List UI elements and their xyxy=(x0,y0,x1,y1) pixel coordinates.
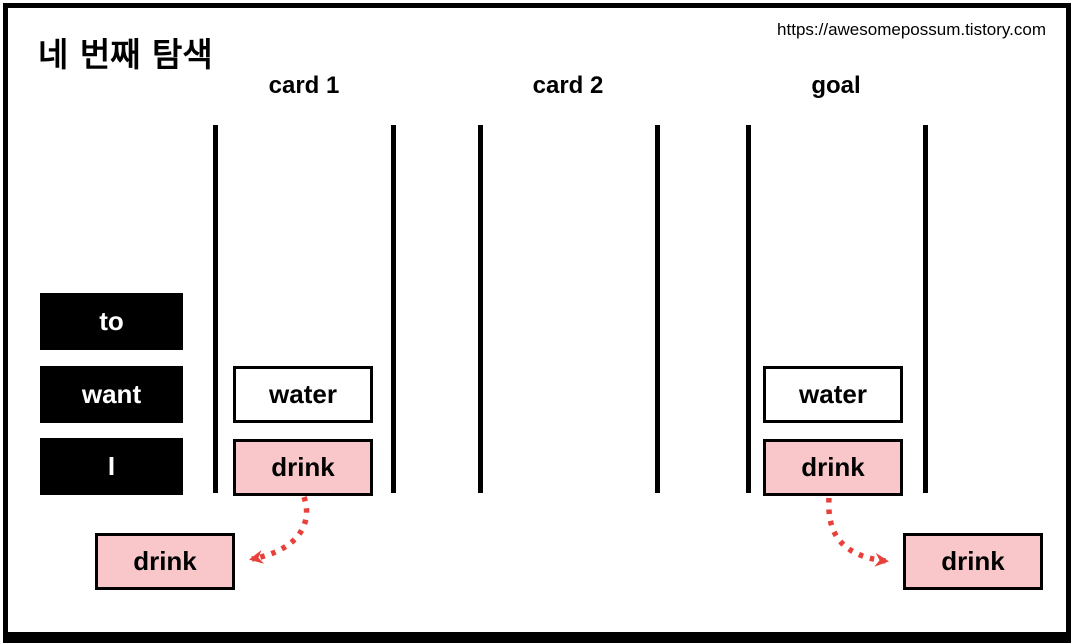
card2-right-line xyxy=(655,125,660,493)
goal-right-line xyxy=(923,125,928,493)
card1-word-water: water xyxy=(233,366,373,423)
card2-left-line xyxy=(478,125,483,493)
query-word-i: I xyxy=(40,438,183,495)
arrow-card1-drink-to-left xyxy=(249,496,310,564)
card1-left-line xyxy=(213,125,218,493)
page-title: 네 번째 탐색 xyxy=(38,35,213,74)
goal-left-line xyxy=(746,125,751,493)
goal-word-water: water xyxy=(763,366,903,423)
query-word-want: want xyxy=(40,366,183,423)
watermark-url: https://awesomepossum.tistory.com xyxy=(777,20,1046,39)
popped-word-left: drink xyxy=(95,533,235,590)
card1-right-line xyxy=(391,125,396,493)
query-word-to: to xyxy=(40,293,183,350)
column-header-goal: goal xyxy=(811,72,861,99)
column-header-card2: card 2 xyxy=(532,72,604,99)
arrow-goal-drink-to-right xyxy=(826,497,889,567)
column-header-card1: card 1 xyxy=(268,72,340,99)
popped-word-right: drink xyxy=(903,533,1043,590)
card1-word-drink: drink xyxy=(233,439,373,496)
goal-word-drink: drink xyxy=(763,439,903,496)
